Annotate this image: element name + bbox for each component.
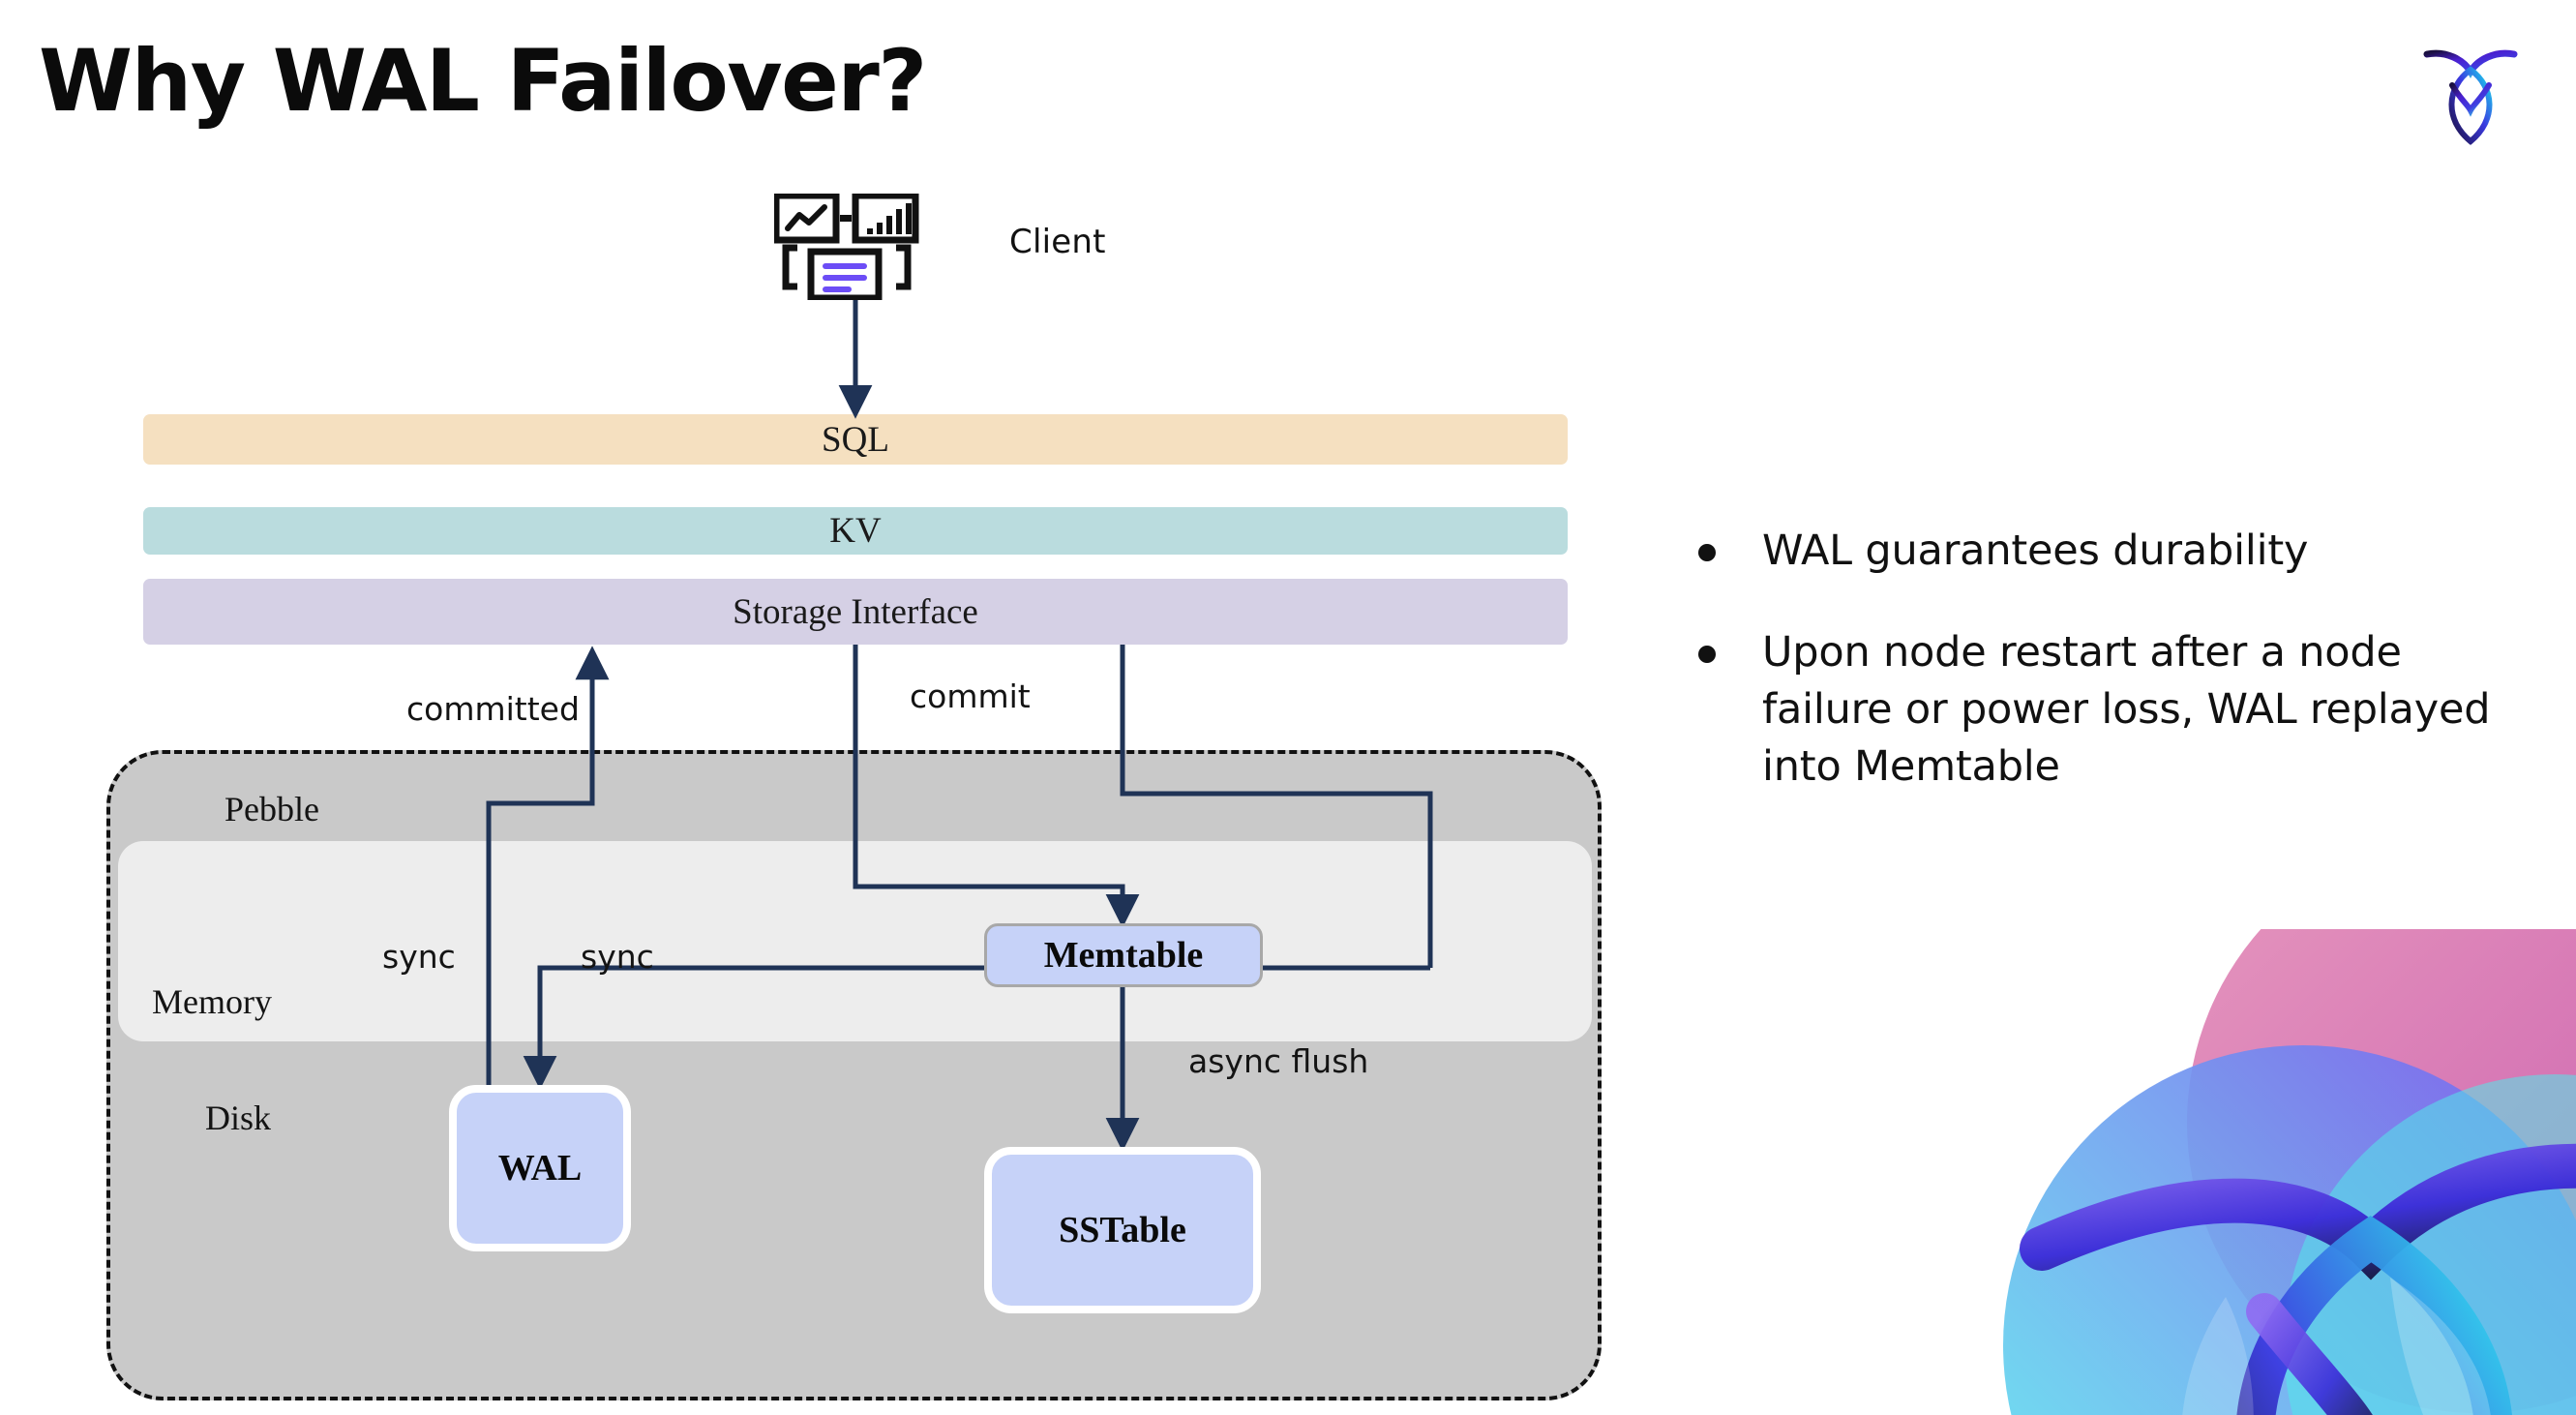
memory-region (118, 841, 1592, 1041)
edge-label-async-flush: async flush (1188, 1042, 1369, 1080)
edge-label-sync-left: sync (382, 938, 456, 976)
memory-label: Memory (152, 982, 272, 1021)
cockroachdb-watermark-icon (2003, 929, 2576, 1415)
list-item: Upon node restart after a node failure o… (1698, 624, 2521, 796)
layer-bar-storage-interface: Storage Interface (143, 579, 1568, 645)
notes-bullet-list: WAL guarantees durability Upon node rest… (1698, 523, 2521, 840)
edge-label-sync-right: sync (581, 938, 654, 976)
node-sstable: SSTable (984, 1147, 1261, 1313)
layer-bar-kv: KV (143, 507, 1568, 555)
bullet-dot-icon (1698, 544, 1716, 561)
node-sstable-label: SSTable (1059, 1210, 1186, 1250)
layer-bar-sql: SQL (143, 414, 1568, 465)
layer-label-sql: SQL (822, 419, 889, 460)
layer-label-kv: KV (829, 511, 882, 551)
page-title: Why WAL Failover? (39, 31, 927, 131)
edge-label-commit: commit (910, 677, 1031, 715)
layer-label-storage-interface: Storage Interface (733, 591, 978, 632)
edge-label-committed: committed (406, 690, 580, 728)
bullet-text: WAL guarantees durability (1762, 527, 2309, 575)
client-label: Client (1009, 223, 1106, 261)
node-wal-label: WAL (497, 1148, 583, 1189)
cockroachdb-logo-icon (2423, 49, 2518, 145)
node-memtable: Memtable (984, 923, 1263, 987)
pebble-label: Pebble (225, 790, 319, 828)
list-item: WAL guarantees durability (1698, 523, 2521, 580)
client-dashboard-icon (774, 194, 919, 300)
bullet-dot-icon (1698, 645, 1716, 663)
disk-label: Disk (205, 1099, 272, 1137)
node-memtable-label: Memtable (1043, 935, 1204, 976)
node-wal: WAL (449, 1085, 631, 1251)
bullet-text: Upon node restart after a node failure o… (1762, 627, 2491, 791)
